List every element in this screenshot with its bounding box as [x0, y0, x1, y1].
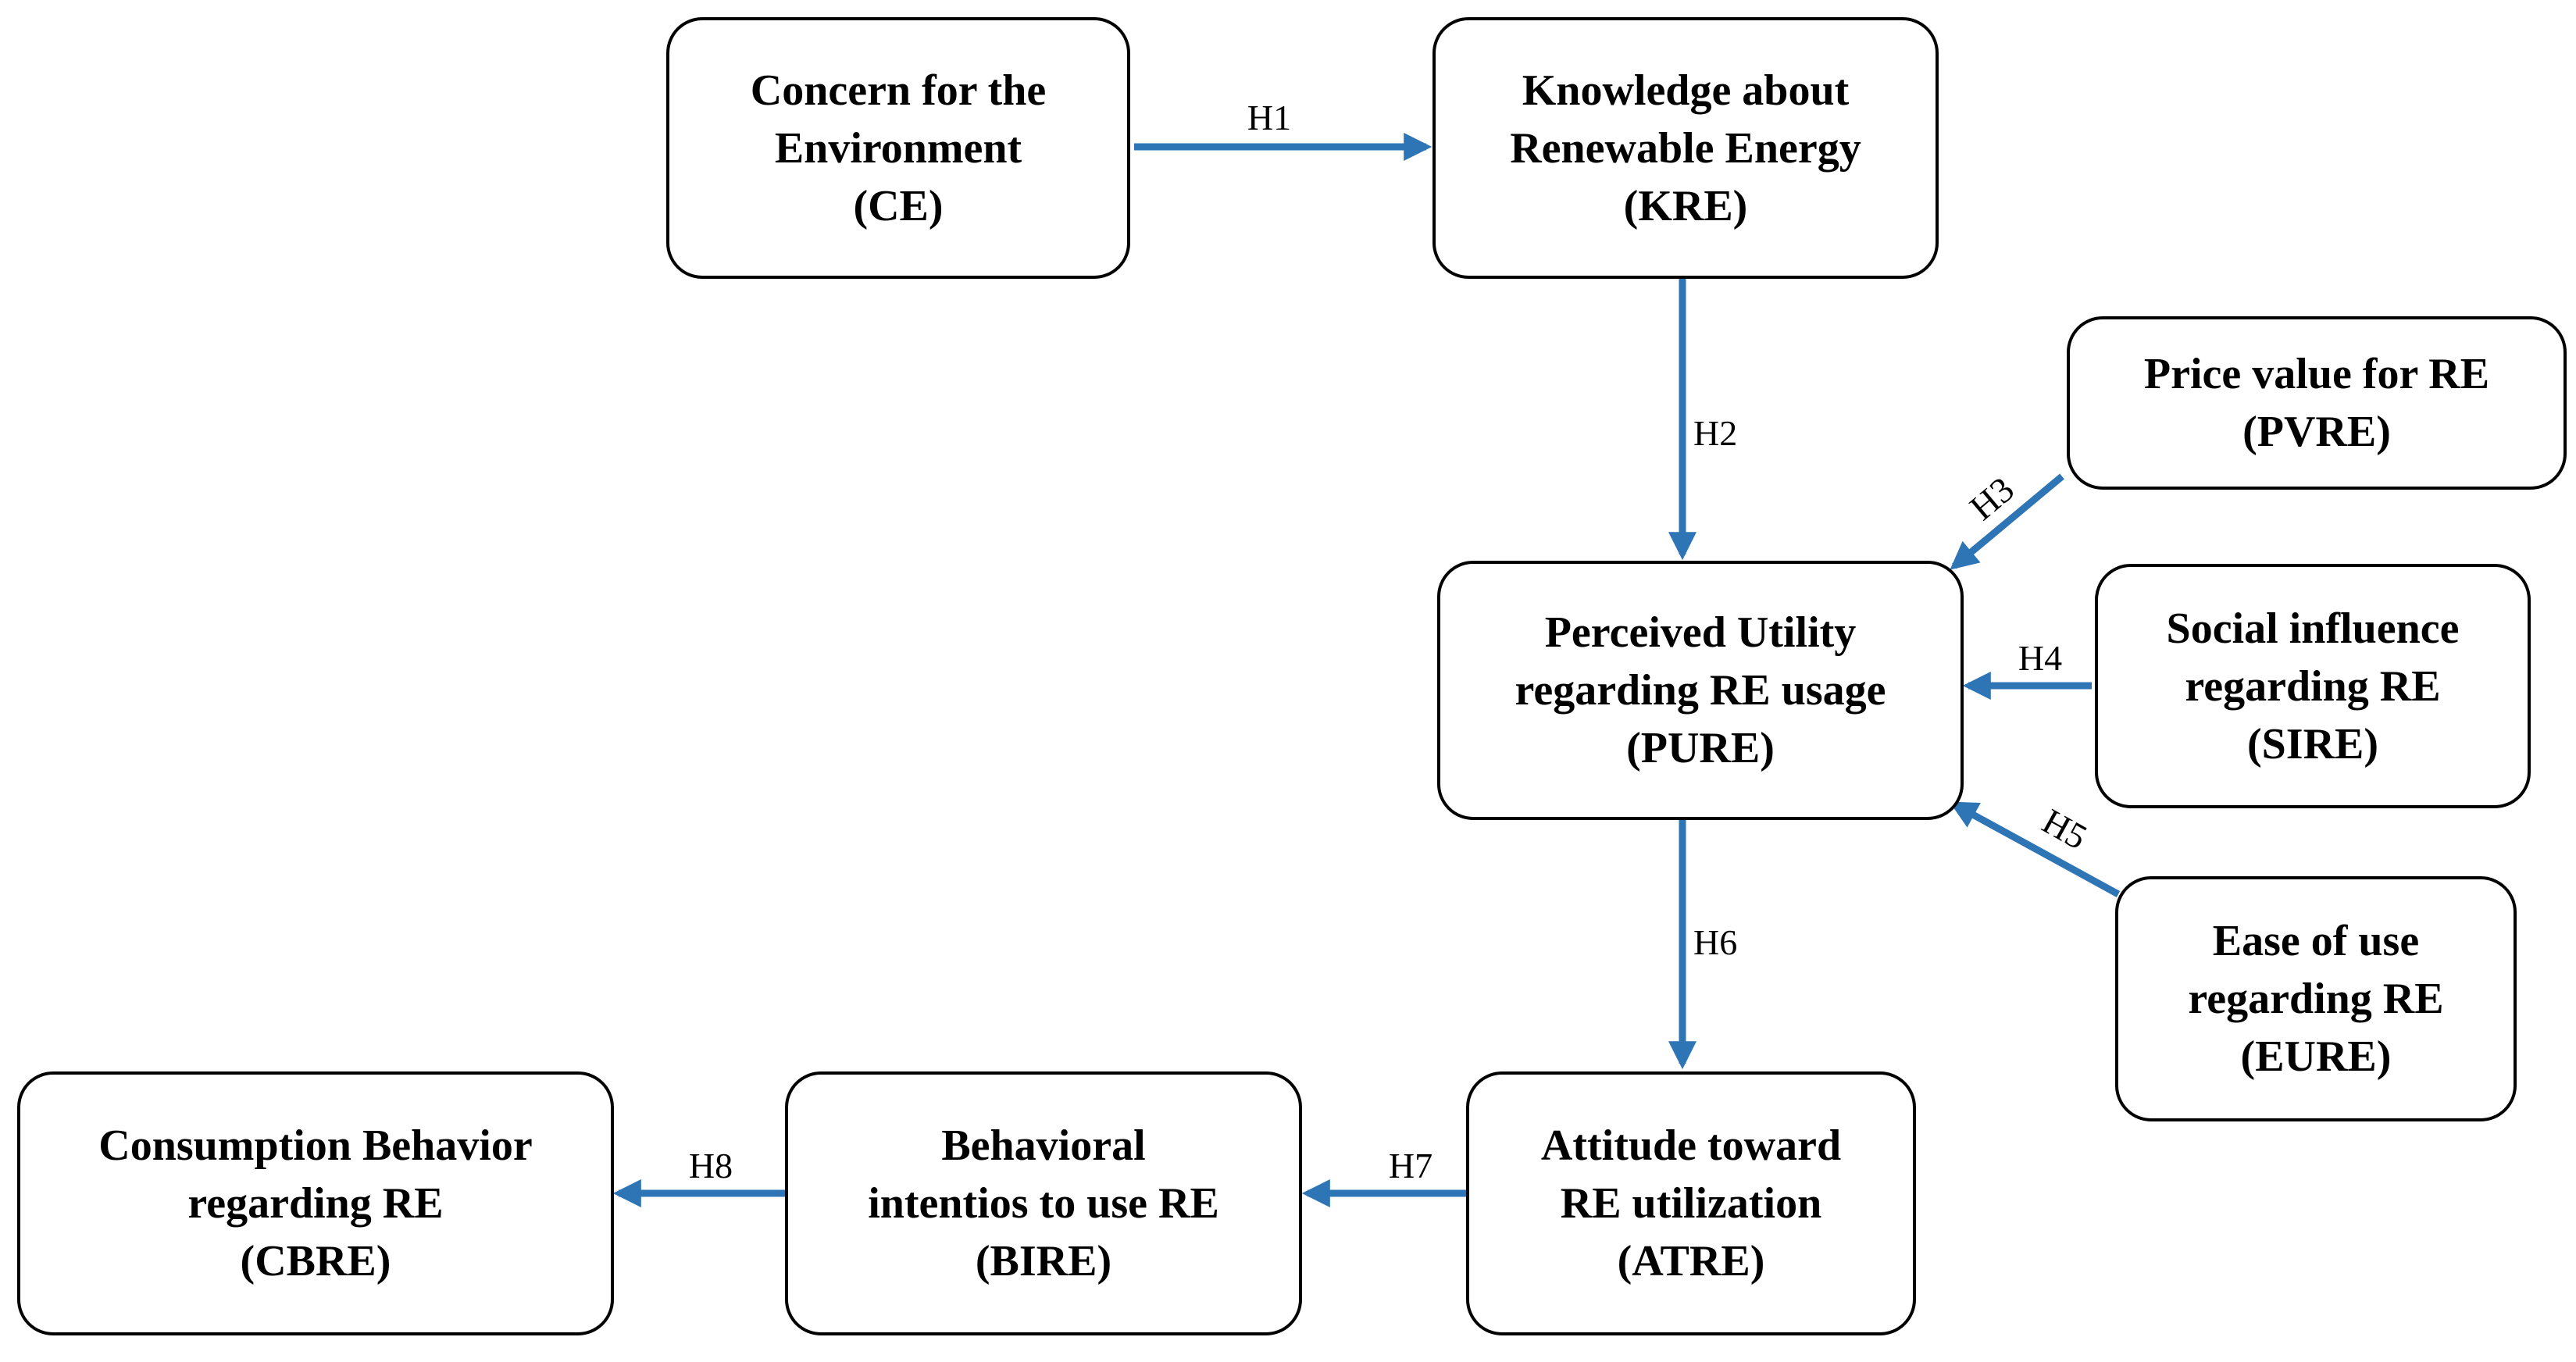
node-bire-line-2: intentios to use RE — [868, 1179, 1219, 1228]
node-sire-line-1: Social influence — [2166, 604, 2460, 653]
node-concern-for-environment: Concern for the Environment (CE) — [666, 17, 1130, 279]
node-cbre-line-3: (CBRE) — [240, 1237, 391, 1285]
node-bire-line-1: Behavioral — [941, 1121, 1146, 1170]
node-ce-line-1: Concern for the — [750, 66, 1047, 115]
node-sire-line-2: regarding RE — [2185, 661, 2441, 711]
node-price-value: Price value for RE (PVRE) — [2067, 316, 2567, 490]
label-h6: H6 — [1693, 922, 1737, 962]
node-sire-line-3: (SIRE) — [2246, 719, 2379, 768]
node-eure-line-3: (EURE) — [2240, 1032, 2392, 1081]
label-h7: H7 — [1389, 1146, 1432, 1186]
node-ce-line-2: Environment — [774, 123, 1022, 173]
node-kre-line-2: Renewable Energy — [1510, 123, 1861, 173]
arrow-h5 — [1949, 801, 2121, 897]
node-ease-of-use: Ease of use regarding RE (EURE) — [2115, 876, 2517, 1121]
node-kre-line-1: Knowledge about — [1522, 66, 1850, 115]
node-ce-line-3: (CE) — [853, 181, 944, 230]
node-pvre-line-2: (PVRE) — [2242, 408, 2391, 456]
node-cbre-line-2: regarding RE — [187, 1179, 444, 1228]
node-pvre-line-1: Price value for RE — [2143, 350, 2490, 398]
node-pure-line-1: Perceived Utility — [1544, 608, 1857, 657]
node-knowledge-renewable-energy: Knowledge about Renewable Energy (KRE) — [1432, 17, 1939, 279]
node-atre-line-2: RE utilization — [1560, 1179, 1822, 1228]
label-h5: H5 — [2036, 801, 2094, 857]
node-attitude-toward-re: Attitude toward RE utilization (ATRE) — [1466, 1071, 1916, 1335]
node-pure-line-2: regarding RE usage — [1515, 666, 1886, 715]
node-behavioral-intentions: Behavioral intentios to use RE (BIRE) — [785, 1071, 1302, 1335]
node-bire-line-3: (BIRE) — [975, 1237, 1112, 1285]
node-eure-line-1: Ease of use — [2212, 917, 2420, 965]
node-eure-line-2: regarding RE — [2188, 975, 2444, 1023]
node-social-influence: Social influence regarding RE (SIRE) — [2095, 564, 2531, 808]
node-kre-line-3: (KRE) — [1623, 181, 1748, 230]
node-atre-line-1: Attitude toward — [1540, 1121, 1842, 1170]
node-perceived-utility: Perceived Utility regarding RE usage (PU… — [1437, 561, 1964, 820]
arrow-h3 — [1950, 473, 2064, 570]
label-h8: H8 — [689, 1146, 733, 1186]
node-cbre-line-1: Consumption Behavior — [98, 1121, 533, 1170]
node-consumption-behavior: Consumption Behavior regarding RE (CBRE) — [17, 1071, 614, 1335]
label-h1: H1 — [1247, 98, 1291, 137]
node-atre-line-3: (ATRE) — [1617, 1237, 1765, 1285]
node-pure-line-3: (PURE) — [1626, 724, 1775, 772]
label-h4: H4 — [2018, 638, 2062, 678]
label-h2: H2 — [1693, 413, 1737, 453]
